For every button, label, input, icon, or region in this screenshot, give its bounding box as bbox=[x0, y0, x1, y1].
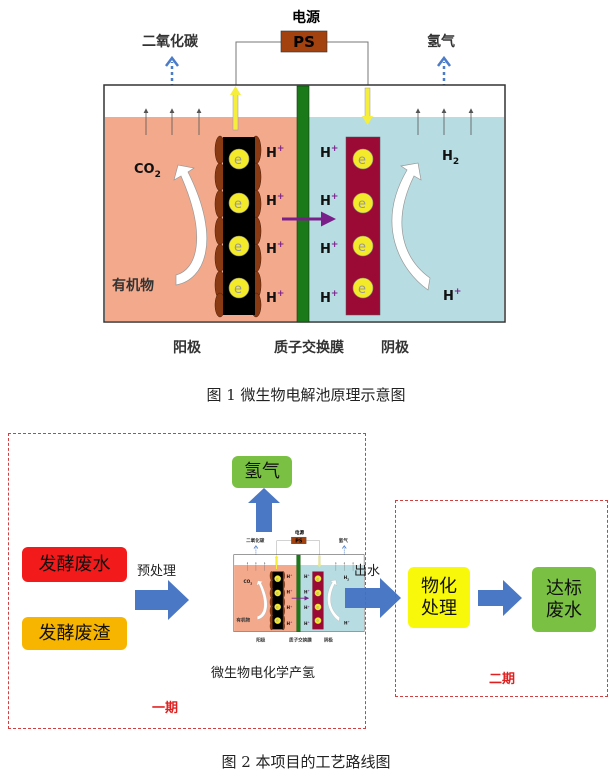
to-compliant-arrow bbox=[478, 580, 522, 616]
residue-box: 发酵废渣 bbox=[22, 617, 127, 650]
organic-matter-label: 有机物 bbox=[112, 277, 154, 294]
phase1-label: 一期 bbox=[152, 701, 179, 716]
cathode-label: 阴极 bbox=[381, 339, 410, 356]
electron-label: e bbox=[358, 197, 366, 212]
proton-label: H+ bbox=[266, 289, 284, 306]
pretreatment-label: 预处理 bbox=[137, 564, 177, 579]
electron-label: e bbox=[234, 240, 242, 255]
electron-flow-down-arrow bbox=[364, 87, 371, 119]
pretreatment-arrow bbox=[135, 580, 189, 620]
proton-label: H+ bbox=[266, 192, 284, 209]
membrane-label: 质子交换膜 bbox=[274, 339, 344, 356]
figure2-caption: 图 2 本项目的工艺路线图 bbox=[221, 753, 391, 771]
cathode-chamber bbox=[309, 117, 504, 321]
proton-label: H+ bbox=[266, 144, 284, 161]
electron-label: e bbox=[234, 197, 242, 212]
phase2-boundary bbox=[395, 500, 608, 697]
electron-label: e bbox=[358, 240, 366, 255]
proton-label: H+ bbox=[443, 287, 461, 304]
proton-to-h2-arrow bbox=[391, 162, 431, 291]
proton-label: H+ bbox=[320, 289, 338, 306]
phase1-boundary bbox=[8, 433, 366, 729]
organic-to-co2-arrow bbox=[173, 164, 208, 286]
effluent-arrow bbox=[345, 578, 401, 618]
electrolysis-cell-diagram: 电源 PS 二氧化碳 氢气 e e e e bbox=[103, 9, 506, 356]
physchem-treatment-box: 物化处理 bbox=[408, 567, 470, 628]
anode-label: 阳极 bbox=[173, 339, 202, 356]
process-label: 微生物电化学产氢 bbox=[210, 666, 315, 681]
power-supply-box bbox=[280, 30, 328, 53]
h2-gas-label: 氢气 bbox=[427, 33, 455, 50]
proton-exchange-membrane bbox=[296, 85, 310, 323]
h2-label: H2 bbox=[442, 149, 459, 167]
proton-label: H+ bbox=[320, 144, 338, 161]
electron-flow-up-arrow bbox=[232, 91, 239, 131]
figure1-caption: 图 1 微生物电解池原理示意图 bbox=[206, 386, 406, 404]
proton-label: H+ bbox=[320, 240, 338, 257]
electron-label: e bbox=[358, 282, 366, 297]
hydrogen-box: 氢气 bbox=[232, 456, 292, 488]
hydrogen-output-arrow bbox=[248, 488, 280, 532]
effluent-label: 出水 bbox=[354, 564, 381, 579]
power-label: 电源 bbox=[292, 9, 320, 26]
electron-label: e bbox=[234, 153, 242, 168]
electron-label: e bbox=[234, 282, 242, 297]
proton-label: H+ bbox=[320, 192, 338, 209]
electron-label: e bbox=[358, 153, 366, 168]
compliant-wastewater-box: 达标废水 bbox=[532, 567, 596, 632]
proton-label: H+ bbox=[266, 240, 284, 257]
co2-gas-label: 二氧化碳 bbox=[142, 33, 199, 50]
ps-label: PS bbox=[293, 33, 315, 51]
co2-label: CO2 bbox=[134, 162, 161, 180]
phase2-label: 二期 bbox=[489, 672, 516, 687]
wastewater-box: 发酵废水 bbox=[22, 547, 127, 582]
